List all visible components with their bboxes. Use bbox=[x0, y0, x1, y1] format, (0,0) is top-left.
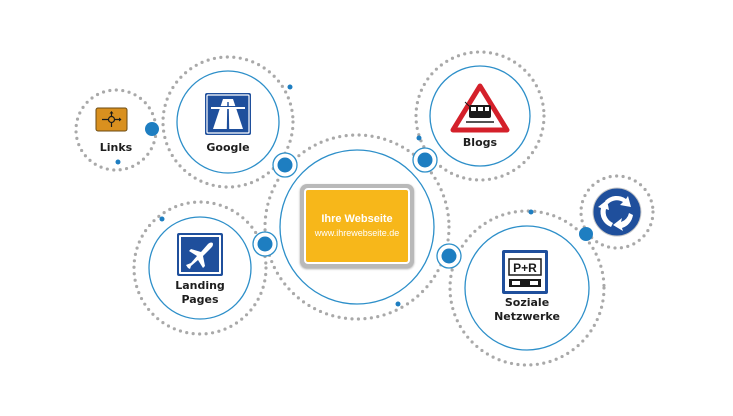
small-dot bbox=[115, 159, 121, 165]
airport-sign-icon bbox=[177, 233, 223, 276]
small-dot bbox=[395, 301, 401, 307]
node-label-google: Google bbox=[188, 141, 268, 155]
connector-landing-center bbox=[252, 231, 278, 257]
node-label-landing-pages: Landing Pages bbox=[160, 279, 240, 307]
label-line: Blogs bbox=[462, 136, 498, 149]
ring-blogs-dotted bbox=[414, 50, 546, 182]
place-name-sign-face: Ihre Webseite www.ihrewebseite.de bbox=[304, 188, 410, 264]
connector-google-center bbox=[272, 152, 298, 178]
label-line: Google bbox=[206, 141, 250, 154]
connector-soziale-roundabout bbox=[579, 227, 593, 241]
ring-center-dotted bbox=[263, 133, 451, 321]
node-label-soziale-netzwerke: Soziale Netzwerke bbox=[485, 296, 569, 324]
center-url: www.ihrewebseite.de bbox=[314, 228, 400, 238]
small-dot bbox=[528, 209, 534, 215]
connectors bbox=[115, 84, 593, 307]
node-label-blogs: Blogs bbox=[440, 136, 520, 150]
small-dot bbox=[416, 135, 422, 141]
ring-roundabout-dotted bbox=[579, 174, 655, 250]
connector-links-google bbox=[145, 122, 159, 136]
railway-crossing-sign-icon bbox=[450, 83, 510, 133]
label-line: Netzwerke bbox=[494, 310, 560, 323]
label-line: Links bbox=[99, 141, 133, 154]
small-dot bbox=[287, 84, 293, 90]
place-name-sign: Ihre Webseite www.ihrewebseite.de bbox=[300, 184, 414, 268]
small-dot bbox=[159, 216, 165, 222]
dotted-rings bbox=[74, 50, 655, 367]
connector-blogs-center bbox=[412, 147, 438, 173]
ring-landing-dotted bbox=[132, 200, 268, 336]
park-and-ride-sign-icon: P+R bbox=[502, 250, 548, 294]
junction-sign-icon bbox=[95, 107, 128, 132]
autobahn-sign-icon bbox=[205, 93, 251, 135]
label-line: Pages bbox=[181, 293, 219, 306]
roundabout-sign-icon bbox=[591, 186, 643, 238]
ring-google-dotted bbox=[161, 55, 295, 189]
connector-soziale-center bbox=[436, 243, 462, 269]
label-line: Soziale bbox=[504, 296, 550, 309]
park-and-ride-text: P+R bbox=[513, 261, 537, 275]
label-line: Landing bbox=[175, 279, 225, 292]
center-title: Ihre Webseite bbox=[321, 213, 393, 225]
node-label-links: Links bbox=[86, 141, 146, 155]
ring-soziale-dotted bbox=[448, 209, 606, 367]
